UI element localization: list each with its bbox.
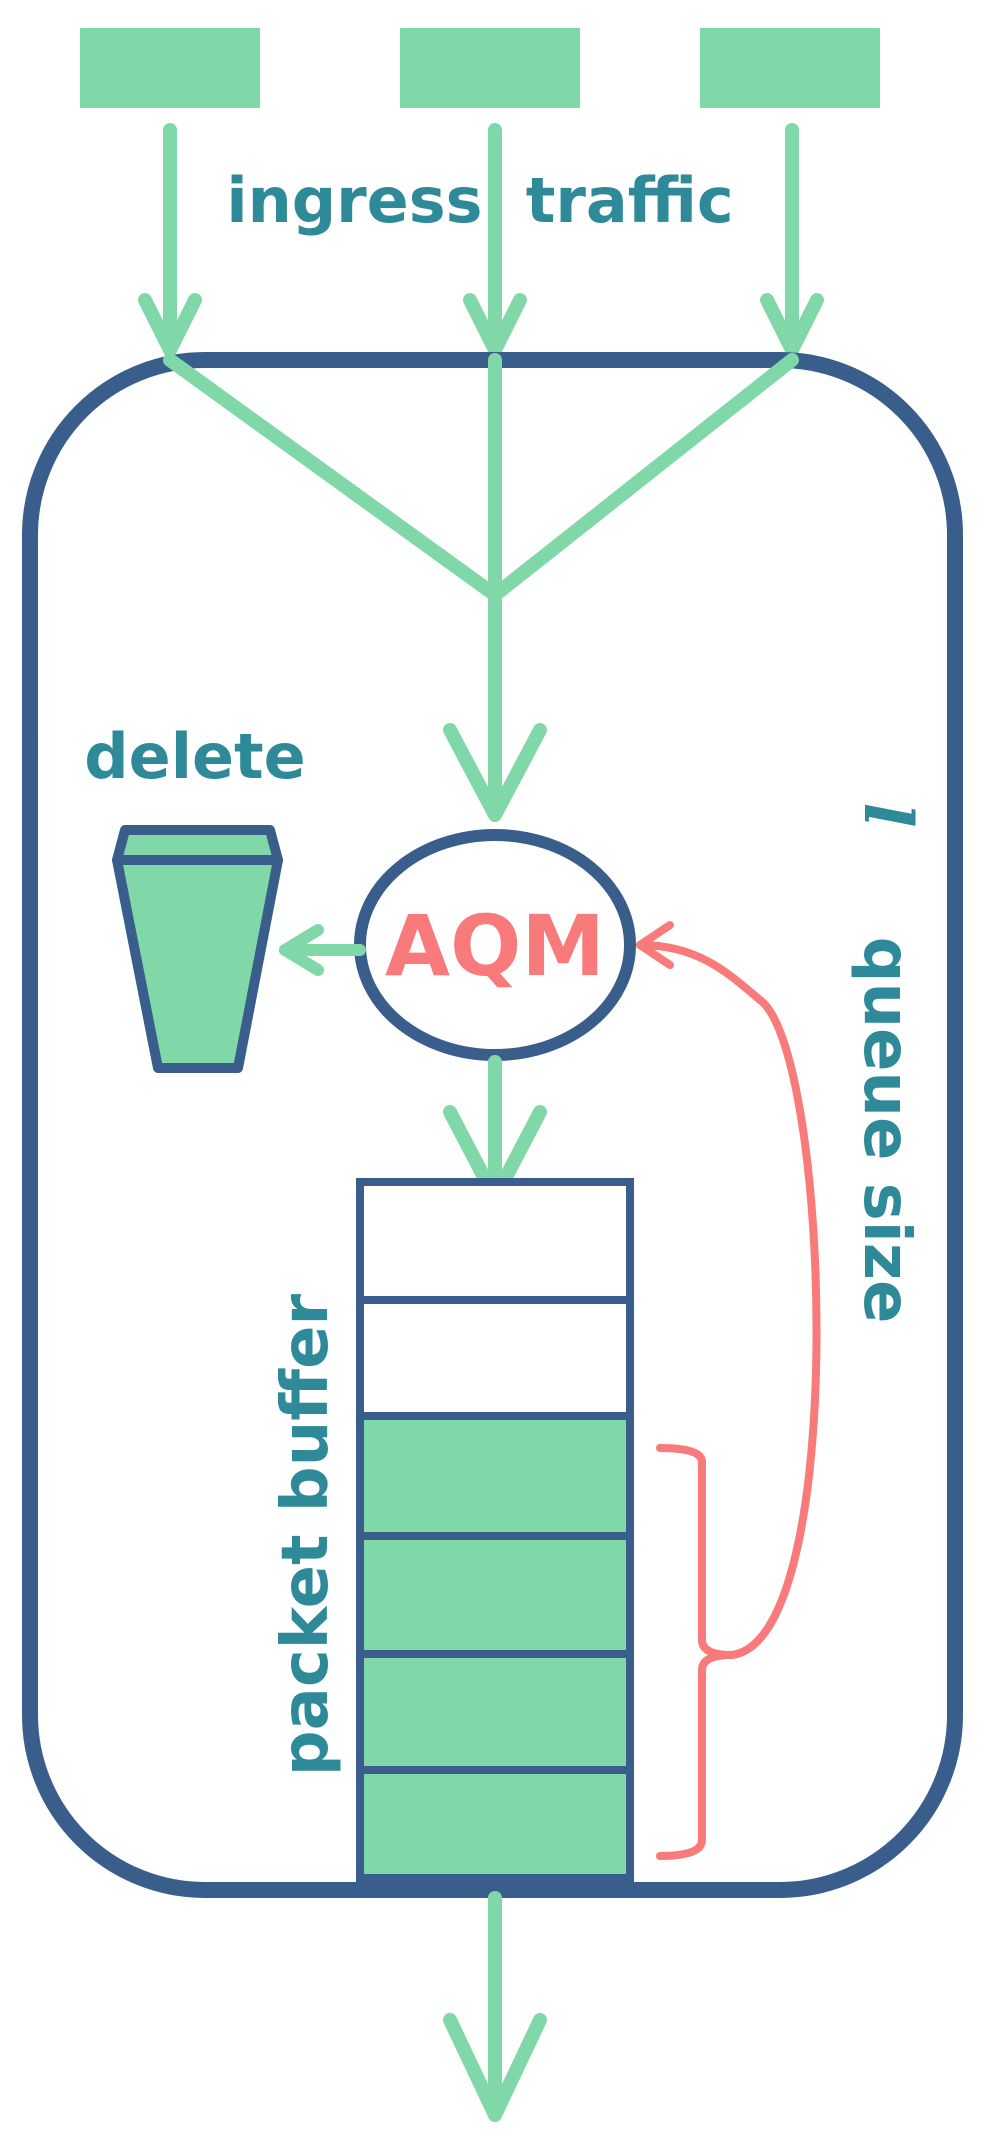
packet-buffer-label: packet buffer bbox=[269, 1293, 343, 1776]
trash-bin-icon bbox=[112, 825, 283, 1073]
queue-size-label: queue size bbox=[849, 937, 923, 1324]
feedback-arrowhead bbox=[636, 921, 674, 969]
queue-size-variable: l bbox=[849, 802, 927, 827]
buffer-slot-empty bbox=[356, 1178, 634, 1304]
drop-arrow bbox=[279, 924, 366, 976]
source-box-3 bbox=[700, 28, 880, 108]
packet-buffer bbox=[356, 1178, 634, 1882]
queue-size-label-group: queue size l bbox=[849, 802, 927, 1323]
aqm-label: AQM bbox=[385, 897, 605, 995]
delete-label: delete bbox=[84, 720, 305, 793]
buffer-slot-filled bbox=[356, 1650, 634, 1774]
buffer-slot-filled bbox=[356, 1532, 634, 1658]
buffer-slot-filled bbox=[356, 1412, 634, 1540]
buffer-slot-filled bbox=[356, 1766, 634, 1882]
feedback-arc bbox=[636, 941, 821, 1659]
egress-arrow bbox=[443, 1891, 547, 2122]
ingress-arrows bbox=[138, 123, 824, 357]
source-box-1 bbox=[80, 28, 260, 108]
queue-brace bbox=[656, 1444, 736, 1860]
ingress-traffic-label: ingress traffic bbox=[226, 164, 733, 237]
merge-lines bbox=[163, 353, 799, 822]
source-box-2 bbox=[400, 28, 580, 108]
buffer-slot-empty bbox=[356, 1296, 634, 1420]
